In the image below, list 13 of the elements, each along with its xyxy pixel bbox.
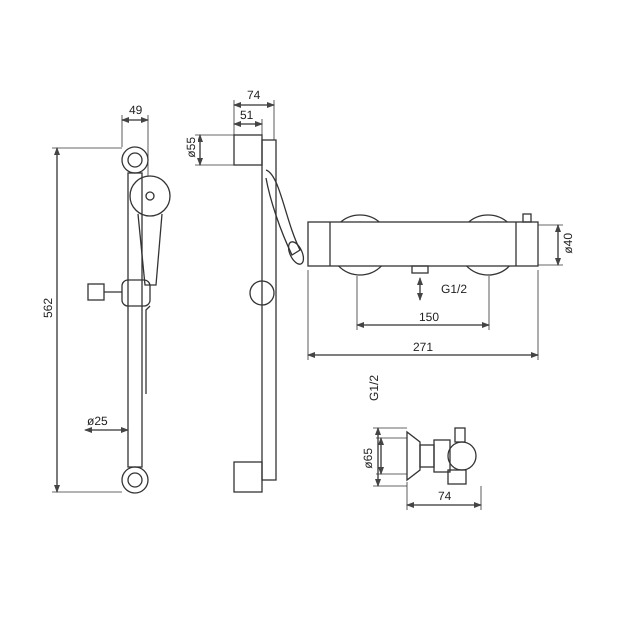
dimension-label: ø55 [184,137,198,158]
dimension-label: 49 [128,104,144,116]
dimension-label: ø40 [561,233,575,254]
dimension-label: 51 [239,109,254,121]
dimension-label: G1/2 [440,283,468,295]
dimension-label: ø25 [86,415,109,427]
dimension-label: G1/2 [367,375,381,402]
dimension-label: 150 [418,311,440,323]
dimension-label: 74 [437,490,452,502]
dimension-label: 271 [412,341,434,353]
dimension-label: ø65 [361,448,375,469]
dimension-label: 74 [246,89,262,101]
dimension-label: 562 [41,298,55,318]
